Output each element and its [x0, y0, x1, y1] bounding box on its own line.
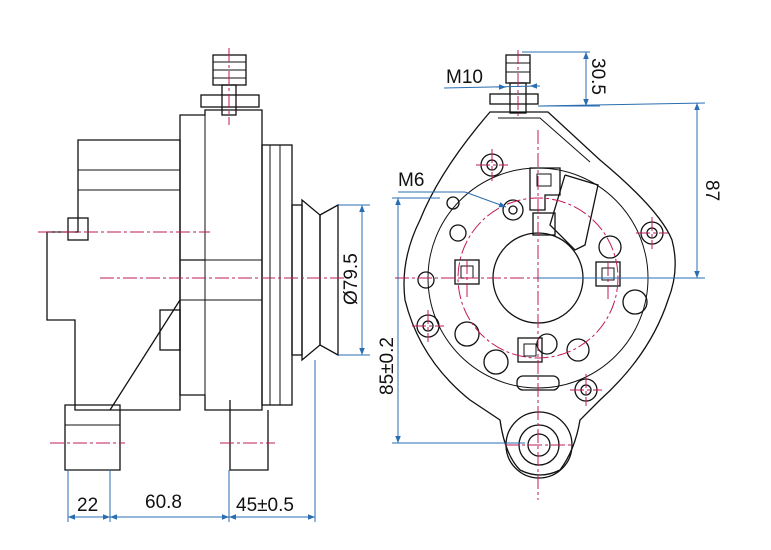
fan-and-pulley — [261, 144, 339, 406]
side-terminal-stud — [200, 54, 260, 116]
mount-height-label: 85±0.2 — [377, 337, 398, 395]
pulley-offset-label: 45±0.5 — [236, 495, 294, 516]
front-housing-outline — [403, 111, 676, 476]
side-view: Ø79.5 22 60.8 45±0.5 — [38, 48, 370, 522]
m10-label: M10 — [446, 67, 483, 88]
regulator-block — [529, 167, 599, 251]
rear-housing — [46, 139, 205, 411]
diode-terminal-bottom — [517, 337, 543, 363]
rear-offset-label: 22 — [77, 495, 98, 516]
m6-label: M6 — [398, 170, 424, 191]
top-to-center-label: 87 — [701, 180, 722, 201]
front-view: M10 M6 30.5 87 85±0.2 — [377, 50, 722, 500]
pulley-diameter-label: Ø79.5 — [341, 253, 362, 305]
body-length-label: 60.8 — [145, 492, 182, 513]
main-housing — [64, 109, 269, 471]
terminal-height-label: 30.5 — [587, 58, 608, 95]
m6-terminal — [502, 199, 524, 221]
front-terminal-stud — [489, 54, 539, 114]
